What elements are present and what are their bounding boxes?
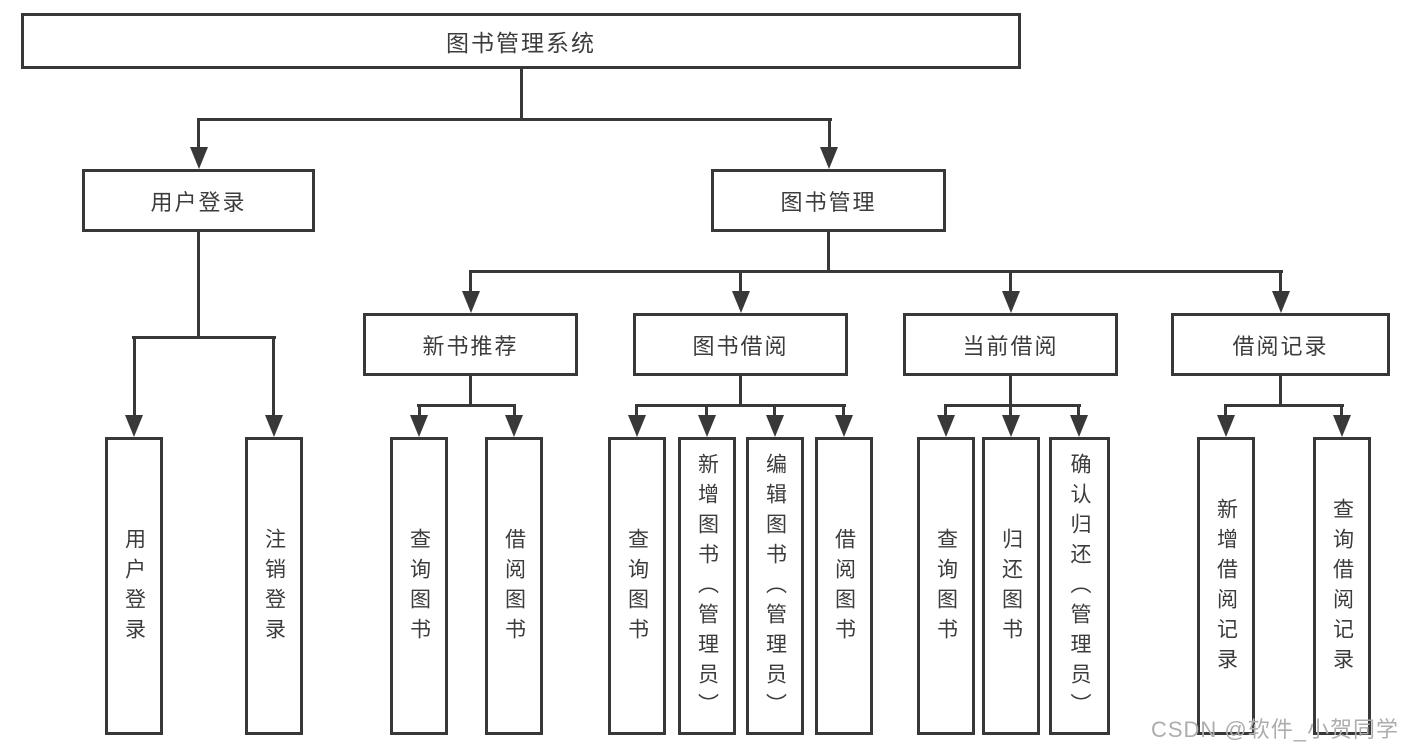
node-library-management-system: 图书管理系统 <box>21 13 1021 69</box>
connector-line <box>828 118 831 150</box>
leaf-add-book-admin: 新增图书（管理员） <box>678 437 736 735</box>
connector-line <box>469 376 472 407</box>
connector-line <box>469 270 472 294</box>
arrowhead-down-icon <box>698 415 716 437</box>
node-new-book-recommendation: 新书推荐 <box>363 313 578 376</box>
connector-line <box>635 404 638 420</box>
leaf-confirm-return-admin: 确认归还（管理员） <box>1049 437 1110 735</box>
arrowhead-down-icon <box>1002 291 1020 313</box>
connector-line <box>513 404 516 420</box>
connector-line <box>197 232 200 337</box>
connector-line <box>1009 404 1012 420</box>
leaf-borrow-books-borrowing: 借阅图书 <box>815 437 873 735</box>
connector-line <box>1279 376 1282 407</box>
arrowhead-down-icon <box>462 291 480 313</box>
arrowhead-down-icon <box>410 415 428 437</box>
arrowhead-down-icon <box>732 291 750 313</box>
connector-line <box>1224 404 1344 407</box>
connector-line <box>739 376 742 407</box>
arrowhead-down-icon <box>1333 415 1351 437</box>
connector-line <box>272 336 275 416</box>
arrowhead-down-icon <box>835 415 853 437</box>
connector-line <box>944 404 1081 407</box>
leaf-add-borrow-record: 新增借阅记录 <box>1197 437 1255 735</box>
arrowhead-down-icon <box>766 415 784 437</box>
arrowhead-down-icon <box>628 415 646 437</box>
connector-line <box>133 336 136 416</box>
connector-line <box>944 404 947 420</box>
arrowhead-down-icon <box>937 415 955 437</box>
arrowhead-down-icon <box>1070 415 1088 437</box>
connector-line <box>827 232 830 273</box>
connector-line <box>1009 270 1012 294</box>
leaf-user-login: 用户登录 <box>105 437 163 735</box>
connector-line <box>705 404 708 420</box>
leaf-query-books-recommend: 查询图书 <box>390 437 448 735</box>
arrowhead-down-icon <box>1272 291 1290 313</box>
node-borrowing-records: 借阅记录 <box>1171 313 1390 376</box>
arrowhead-down-icon <box>125 415 143 437</box>
connector-line <box>773 404 776 420</box>
connector-line <box>520 69 523 120</box>
node-user-login: 用户登录 <box>82 169 315 232</box>
connector-line <box>1224 404 1227 420</box>
leaf-return-book: 归还图书 <box>982 437 1040 735</box>
node-book-management: 图书管理 <box>711 169 946 232</box>
node-current-borrowing: 当前借阅 <box>903 313 1118 376</box>
connector-line <box>1009 376 1012 407</box>
csdn-watermark: CSDN @软件_小贺同学 <box>1150 717 1399 742</box>
connector-line <box>197 118 832 121</box>
connector-line <box>417 404 516 407</box>
leaf-borrow-books-recommend: 借阅图书 <box>485 437 543 735</box>
connector-line <box>132 336 276 339</box>
arrowhead-down-icon <box>265 415 283 437</box>
arrowhead-down-icon <box>1217 415 1235 437</box>
leaf-query-borrow-record: 查询借阅记录 <box>1313 437 1371 735</box>
arrowhead-down-icon <box>190 147 208 169</box>
connector-line <box>1077 404 1080 420</box>
leaf-query-books-current: 查询图书 <box>917 437 975 735</box>
connector-line <box>197 118 200 150</box>
arrowhead-down-icon <box>505 415 523 437</box>
leaf-edit-book-admin: 编辑图书（管理员） <box>746 437 804 735</box>
leaf-logout: 注销登录 <box>245 437 303 735</box>
node-book-borrowing: 图书借阅 <box>633 313 848 376</box>
connector-line <box>1340 404 1343 420</box>
arrowhead-down-icon <box>820 147 838 169</box>
leaf-query-books-borrowing: 查询图书 <box>608 437 666 735</box>
arrowhead-down-icon <box>1002 415 1020 437</box>
connector-line <box>635 404 846 407</box>
connector-line <box>842 404 845 420</box>
connector-line <box>739 270 742 294</box>
connector-line <box>1279 270 1282 294</box>
connector-line <box>418 404 421 420</box>
connector-line <box>469 270 1283 273</box>
